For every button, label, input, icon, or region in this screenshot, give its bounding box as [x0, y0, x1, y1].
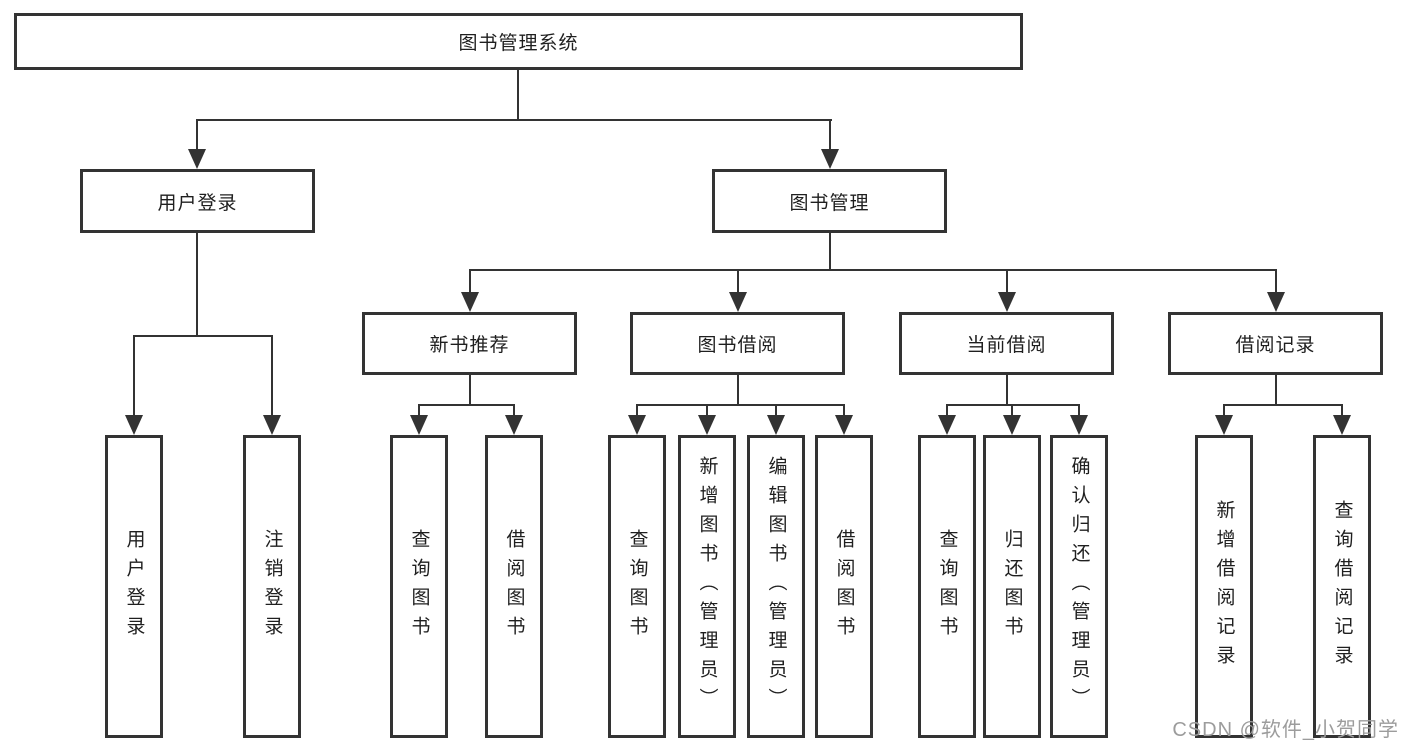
node-current-borrow-label: 当前借阅 — [966, 335, 1047, 356]
connector-drop — [133, 335, 135, 417]
connector-drop — [271, 335, 273, 417]
leaf-query-books-rec-label: 查询图书 — [408, 528, 430, 645]
arrow-down-icon — [125, 415, 143, 435]
connector-drop-user-login — [196, 119, 198, 151]
connector-split — [1223, 404, 1343, 406]
connector-split — [418, 404, 515, 406]
leaf-confirm-return-admin: 确认归还（管理员） — [1050, 435, 1108, 738]
connector-drop — [843, 404, 845, 417]
leaf-logout-label: 注销登录 — [261, 528, 283, 645]
arrow-down-icon — [1003, 415, 1021, 435]
connector-drop — [775, 404, 777, 417]
node-borrow-records-label: 借阅记录 — [1235, 335, 1316, 356]
connector-login-stem — [196, 233, 198, 337]
arrow-down-icon — [1267, 292, 1285, 312]
csdn-watermark: CSDN @软件_小贺同学 — [1172, 719, 1399, 741]
arrow-down-icon — [505, 415, 523, 435]
leaf-query-books-borrow-label: 查询图书 — [626, 528, 648, 645]
connector-drop — [469, 269, 471, 294]
connector-stem — [469, 375, 471, 406]
node-current-borrow: 当前借阅 — [899, 312, 1114, 375]
leaf-confirm-return-admin-label: 确认归还（管理员） — [1068, 456, 1090, 717]
leaf-logout: 注销登录 — [243, 435, 301, 738]
leaf-query-borrow-record-label: 查询借阅记录 — [1331, 499, 1353, 674]
leaf-query-books-current-label: 查询图书 — [936, 528, 958, 645]
node-book-mgmt: 图书管理 — [712, 169, 947, 233]
connector-stem — [1275, 375, 1277, 406]
arrow-down-icon — [1070, 415, 1088, 435]
node-book-mgmt-label: 图书管理 — [789, 192, 870, 214]
connector-mgmt-split — [469, 269, 1277, 271]
node-borrow-records: 借阅记录 — [1168, 312, 1383, 375]
arrow-down-icon — [628, 415, 646, 435]
arrow-down-icon — [821, 149, 839, 169]
arrow-down-icon — [410, 415, 428, 435]
leaf-add-borrow-record-label: 新增借阅记录 — [1213, 499, 1235, 674]
connector-drop — [737, 269, 739, 294]
connector-drop — [636, 404, 638, 417]
connector-drop — [513, 404, 515, 417]
arrow-down-icon — [1333, 415, 1351, 435]
connector-login-split — [133, 335, 273, 337]
arrow-down-icon — [729, 292, 747, 312]
node-root: 图书管理系统 — [14, 13, 1023, 70]
connector-drop — [1011, 404, 1013, 417]
arrow-down-icon — [188, 149, 206, 169]
leaf-return-books: 归还图书 — [983, 435, 1041, 738]
leaf-query-books-rec: 查询图书 — [390, 435, 448, 738]
connector-drop — [1223, 404, 1225, 417]
leaf-edit-books-admin: 编辑图书（管理员） — [747, 435, 805, 738]
leaf-borrow-books-rec: 借阅图书 — [485, 435, 543, 738]
leaf-query-borrow-record: 查询借阅记录 — [1313, 435, 1371, 738]
connector-drop — [1006, 269, 1008, 294]
connector-mgmt-stem — [829, 233, 831, 271]
leaf-borrow-books-label: 借阅图书 — [833, 528, 855, 645]
connector-drop — [1275, 269, 1277, 294]
arrow-down-icon — [998, 292, 1016, 312]
node-user-login-label: 用户登录 — [157, 192, 238, 214]
arrow-down-icon — [938, 415, 956, 435]
node-book-borrowing: 图书借阅 — [630, 312, 845, 375]
arrow-down-icon — [835, 415, 853, 435]
node-user-login: 用户登录 — [80, 169, 315, 233]
leaf-query-books-current: 查询图书 — [918, 435, 976, 738]
leaf-add-books-admin: 新增图书（管理员） — [678, 435, 736, 738]
connector-root-split — [196, 119, 832, 121]
node-new-book-rec-label: 新书推荐 — [429, 335, 510, 356]
connector-drop — [418, 404, 420, 417]
arrow-down-icon — [263, 415, 281, 435]
arrow-down-icon — [698, 415, 716, 435]
node-book-borrowing-label: 图书借阅 — [697, 335, 778, 356]
connector-split — [636, 404, 845, 406]
connector-stem — [737, 375, 739, 406]
leaf-return-books-label: 归还图书 — [1001, 528, 1023, 645]
leaf-borrow-books: 借阅图书 — [815, 435, 873, 738]
connector-split — [946, 404, 1080, 406]
arrow-down-icon — [1215, 415, 1233, 435]
node-new-book-rec: 新书推荐 — [362, 312, 577, 375]
connector-drop — [946, 404, 948, 417]
connector-drop — [706, 404, 708, 417]
arrow-down-icon — [767, 415, 785, 435]
connector-drop — [1341, 404, 1343, 417]
arrow-down-icon — [461, 292, 479, 312]
leaf-edit-books-admin-label: 编辑图书（管理员） — [765, 456, 787, 717]
connector-root-stem — [517, 70, 519, 121]
leaf-borrow-books-rec-label: 借阅图书 — [503, 528, 525, 645]
connector-drop — [1078, 404, 1080, 417]
connector-drop-book-mgmt — [829, 119, 831, 151]
leaf-add-borrow-record: 新增借阅记录 — [1195, 435, 1253, 738]
connector-stem — [1006, 375, 1008, 406]
leaf-user-login: 用户登录 — [105, 435, 163, 738]
leaf-user-login-label: 用户登录 — [123, 528, 145, 645]
leaf-add-books-admin-label: 新增图书（管理员） — [696, 456, 718, 717]
leaf-query-books-borrow: 查询图书 — [608, 435, 666, 738]
node-root-label: 图书管理系统 — [458, 33, 579, 54]
